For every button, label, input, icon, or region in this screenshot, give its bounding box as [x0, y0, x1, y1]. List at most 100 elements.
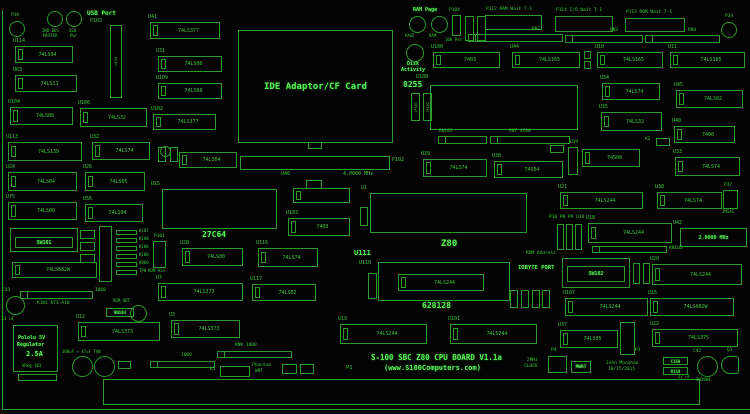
- chip-part-number: 74LS244: [689, 271, 712, 278]
- silkscreen-label-iobyte-port: IOBYTE PORT: [518, 265, 555, 271]
- chip-part-number: 74LS244: [599, 304, 621, 310]
- c150-part-label: C150: [670, 358, 681, 364]
- rn105-network: [592, 246, 667, 253]
- silkscreen-label-100uf-47uf-tan: 100uF + 47uF TAN: [62, 349, 101, 354]
- ref-u31: U31: [156, 48, 166, 54]
- pin1-mark: [604, 115, 609, 128]
- chip-74s08: 74S08: [582, 149, 640, 167]
- ram-left-bar: [368, 273, 377, 299]
- ide-tab: [308, 142, 322, 149]
- oscillator-u42: 2.0000 MHz: [680, 228, 747, 247]
- chip-u106: 74LS32: [80, 108, 147, 127]
- silkscreen-label-p103: P103: [90, 18, 103, 24]
- pot-bar-3: [477, 16, 486, 41]
- chip-part-number: 7400: [701, 131, 715, 138]
- ref-u104: U104: [8, 99, 21, 105]
- chip-part-number: 74LS74: [625, 88, 644, 95]
- z80-cpu-box: [370, 193, 527, 233]
- ref-u56: U56: [83, 196, 93, 202]
- silkscreen-label-1000: 1000: [181, 353, 192, 358]
- silkscreen-label-wrt: WRT: [255, 369, 264, 374]
- pin1-mark: [13, 110, 18, 122]
- board-left-edge: [2, 10, 3, 410]
- s100-edge-connector: [103, 379, 700, 405]
- jumper-cluster-3: [532, 290, 540, 308]
- silkscreen-label-u110: U110: [359, 260, 372, 266]
- chip-part-number: 74LS244: [376, 331, 398, 337]
- ref-u21: U21: [558, 184, 568, 190]
- sw102-outer: [562, 258, 630, 288]
- chip-u12: 74LS373: [78, 322, 160, 341]
- jumper-cluster-2: [521, 290, 529, 308]
- mid-pad-2: [170, 147, 178, 162]
- rn-end-mark: [469, 35, 476, 41]
- ref-u116: U116: [256, 240, 269, 246]
- chip-u31: 74LS00: [158, 56, 222, 72]
- ref-u34: U34: [600, 75, 610, 81]
- sw101-inner: SW101: [15, 237, 73, 248]
- x-bar: [360, 207, 368, 226]
- chip-u116: 74LS74: [258, 248, 318, 267]
- led-ind-bus-master: [47, 11, 63, 27]
- chip-u107: 74LS244: [565, 298, 648, 316]
- chip-u113: 74LS139: [8, 142, 82, 161]
- led-ram-page-1: [409, 16, 426, 33]
- chip-u34: 74LS74: [602, 83, 660, 100]
- chip-part-number: 74LS375: [687, 335, 710, 341]
- pin1-mark: [88, 207, 93, 219]
- chip-part-number: 7403: [463, 57, 477, 63]
- pin1-mark: [83, 111, 88, 124]
- rn-end-mark: [439, 137, 446, 143]
- silkscreen-label-master: MASTER: [43, 33, 58, 38]
- cap-rom-out: [130, 305, 147, 322]
- pot-bar-2: [465, 16, 474, 41]
- silkscreen-label-k101-a73-a10: K101 A73-A10: [37, 301, 70, 306]
- silkscreen-label-p102: P102: [392, 157, 405, 163]
- pin1-mark: [161, 59, 166, 69]
- pin1-mark: [296, 190, 301, 201]
- rom-socket-27c64: [162, 189, 277, 229]
- silkscreen-label-p104: P104: [449, 8, 460, 13]
- jumper-label-k060: K060: [139, 260, 149, 265]
- pin1-mark: [15, 265, 20, 275]
- jp102-jumper: JP102: [423, 93, 432, 121]
- cap-mid-left: [160, 146, 171, 157]
- pin1-mark: [585, 152, 590, 164]
- sw102-inner: SW102: [567, 266, 625, 282]
- chip-u75: 74LS00: [8, 202, 77, 220]
- ref-u32: U32: [90, 134, 100, 140]
- pin1-mark: [436, 55, 441, 65]
- silkscreen-label-p101: P101: [154, 234, 165, 239]
- chip-u41: 74LS377: [150, 22, 220, 39]
- silkscreen-label-page: PAGE: [405, 33, 415, 38]
- rn-end-mark: [646, 36, 653, 42]
- pin1-mark: [81, 325, 86, 338]
- mwrt-box: MWRT: [571, 361, 591, 373]
- board-bottom-edge: [2, 409, 750, 410]
- transistor-q1: [721, 356, 739, 374]
- jumper-pad-k107: [116, 230, 137, 235]
- pin1-mark: [261, 251, 266, 264]
- board-date: 10/15/2015: [608, 367, 636, 372]
- pin1-mark: [95, 145, 100, 157]
- cap-bulk-2: [94, 356, 115, 377]
- pin1-mark: [185, 251, 190, 263]
- ref-u63: U63: [13, 67, 23, 73]
- r110-part: R110: [663, 367, 688, 375]
- cap-bulk-1: [72, 356, 93, 377]
- p4-pad: [548, 356, 567, 373]
- silkscreen-label-usb-port: USB Port: [87, 10, 116, 17]
- chip-part-number: 74LS32: [625, 118, 645, 125]
- chip-u30: 74LS74: [657, 192, 722, 209]
- jumper-pad-k108: [116, 238, 137, 243]
- chip-u109: 74LS08: [158, 83, 222, 99]
- silkscreen-label-p1: P1: [346, 365, 353, 371]
- rn103-box-label: RN103: [113, 310, 127, 315]
- rn102-network: [438, 136, 487, 144]
- ref-u20: U20: [650, 256, 660, 262]
- silkscreen-label-2mhz: 2MHz: [527, 358, 538, 363]
- pin1-mark: [11, 205, 16, 217]
- chip-u103: 7403: [288, 218, 350, 236]
- jp101-jumper: JP101: [411, 93, 420, 121]
- chip-part-number: 74LS244: [486, 331, 508, 337]
